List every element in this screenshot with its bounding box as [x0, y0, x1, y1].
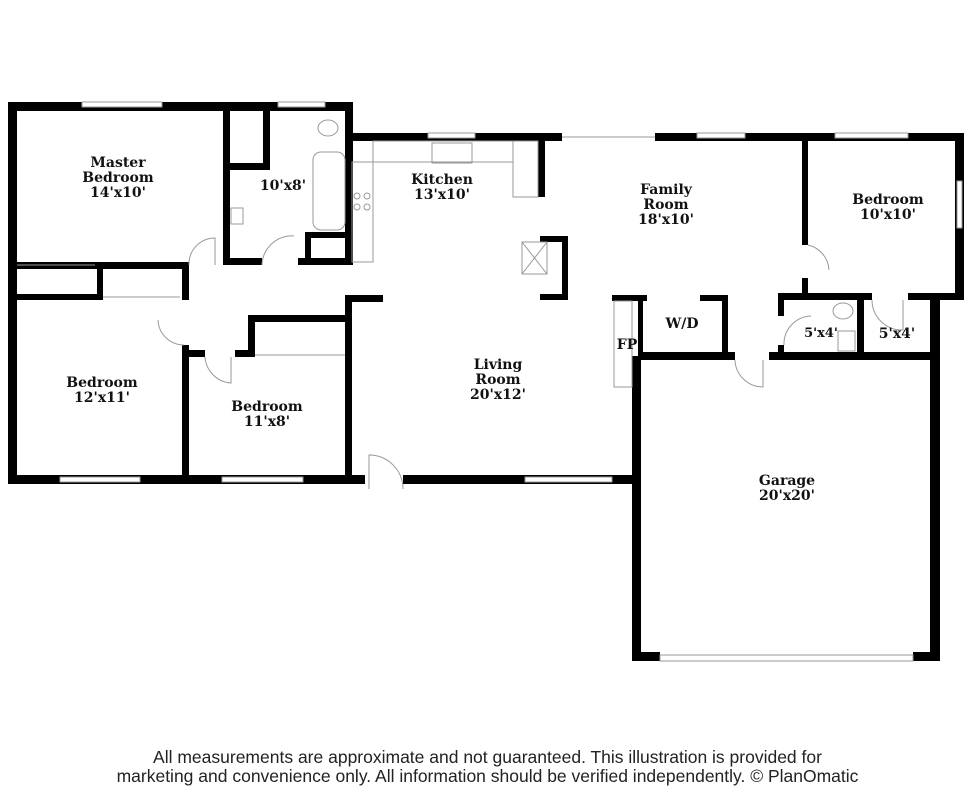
room-label-living-room: Living Room 20'x12' — [470, 358, 526, 403]
room-name: Garage — [758, 473, 816, 489]
room-label-half-bath: 5'x4' — [804, 326, 838, 341]
room-size: 14'x10' — [90, 185, 146, 201]
room-name: W/D — [665, 316, 699, 332]
room-name: Room — [643, 197, 689, 213]
room-size: 10'x8' — [259, 178, 307, 194]
windows — [59, 101, 963, 662]
room-label-master-bath: 10'x8' — [260, 179, 306, 194]
room-size: 5'x4' — [878, 326, 916, 342]
room-name: Bedroom — [852, 192, 924, 208]
room-label-garage: Garage 20'x20' — [759, 474, 815, 504]
room-label-fireplace: FP — [617, 338, 637, 353]
room-name: Bedroom — [82, 170, 154, 186]
room-name: Room — [475, 372, 521, 388]
room-size: 12'x11' — [74, 390, 130, 406]
disclaimer-line: All measurements are approximate and not… — [153, 747, 822, 767]
room-label-laundry: W/D — [666, 317, 699, 332]
fixtures — [17, 119, 904, 490]
room-name: Living — [473, 357, 523, 373]
room-size: 20'x20' — [759, 488, 815, 504]
room-name: Bedroom — [231, 399, 303, 415]
room-label-kitchen: Kitchen 13'x10' — [411, 173, 473, 203]
room-label-closet: 5'x4' — [879, 327, 915, 342]
room-size: 10'x10' — [860, 207, 916, 223]
room-size: 5'x4' — [804, 326, 838, 341]
room-size: 18'x10' — [638, 212, 694, 228]
disclaimer: All measurements are approximate and not… — [0, 748, 975, 786]
room-size: 13'x10' — [414, 187, 470, 203]
room-name: Bedroom — [66, 375, 138, 391]
walls — [8, 102, 964, 661]
room-size: 11'x8' — [243, 414, 291, 430]
disclaimer-line: marketing and convenience only. All info… — [116, 766, 859, 786]
room-name: Kitchen — [411, 172, 473, 188]
room-label-family-room: Family Room 18'x10' — [638, 183, 694, 228]
room-label-bedroom-w: Bedroom 12'x11' — [66, 376, 137, 406]
room-name: Master — [90, 155, 146, 171]
room-name: FP — [616, 337, 638, 353]
room-name: Family — [640, 182, 692, 198]
room-label-bedroom-s: Bedroom 11'x8' — [231, 400, 302, 430]
room-label-bedroom-ne: Bedroom 10'x10' — [852, 193, 923, 223]
room-size: 20'x12' — [470, 387, 526, 403]
room-label-master-bedroom: Master Bedroom 14'x10' — [82, 156, 153, 201]
